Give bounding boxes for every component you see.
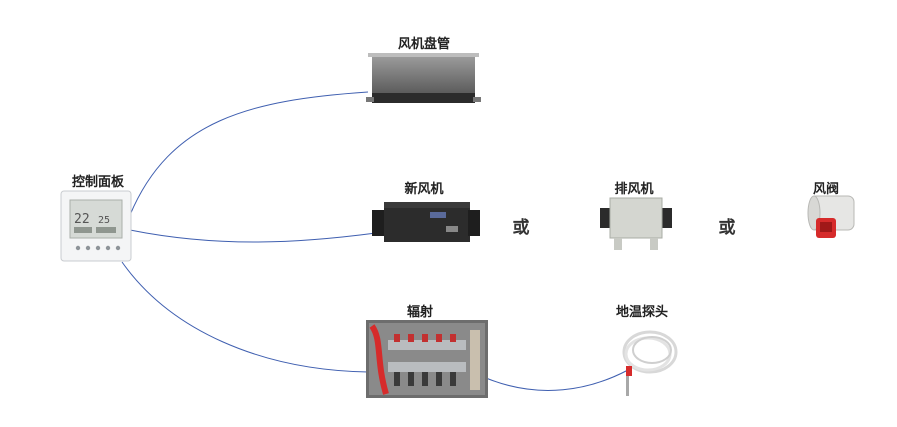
air-damper-device [807,195,855,238]
fresh-fan-label: 新风机 [404,182,444,197]
fcu-label: 风机盘管 [397,37,451,52]
wire-panel-to-radiant [121,261,369,373]
wire-panel-to-fresh-fan [129,229,377,243]
panel-lcd-reading: 22 [74,212,90,227]
control-panel-device: 22 25 [60,190,132,262]
fan-coil-unit-device [366,53,481,103]
wire-panel-to-fcu [129,91,369,216]
exhaust-fan-device [600,197,672,250]
exhaust-fan-label: 排风机 [614,182,654,197]
or-connector-1: 或 [512,218,530,238]
fresh-air-fan-device [372,202,480,242]
radiant-label: 辐射 [406,305,434,320]
panel-label: 控制面板 [71,175,125,190]
floor-probe-label: 地温探头 [615,305,669,320]
panel-lcd-small-reading: 25 [98,215,110,226]
or-connector-2: 或 [718,218,736,238]
radiant-manifold-device [366,320,488,398]
floor-temperature-probe-device [622,330,678,396]
damper-label: 风阀 [812,182,840,197]
wire-radiant-to-probe [485,369,629,391]
